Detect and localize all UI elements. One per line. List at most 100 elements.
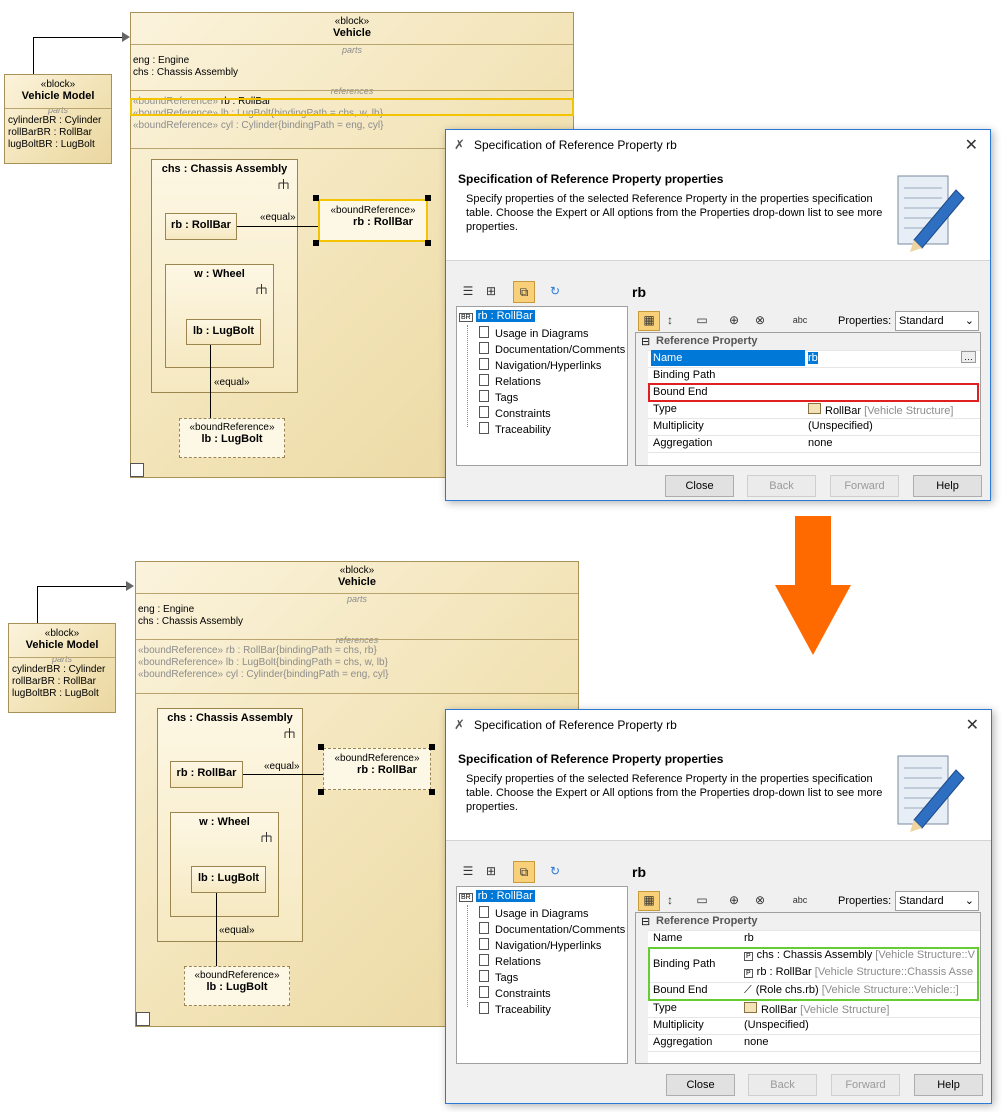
lugbolt-part[interactable]: lb : LugBolt [186,319,261,345]
refresh-icon[interactable]: ↻ [549,864,561,878]
bound-reference-lb[interactable]: «boundReference» lb : LugBolt [179,418,285,458]
rollbar-part[interactable]: rb : RollBar [170,761,243,788]
tree-item[interactable]: Relations [479,374,541,388]
categorized-icon[interactable]: ▦ [638,891,660,911]
compartment-label: references [330,86,374,96]
tree-item[interactable]: Traceability [479,1002,551,1016]
part-icon: P [744,952,753,961]
generalization-arrow-icon [122,32,130,42]
bound-reference-lb[interactable]: «boundReference» lb : LugBolt [184,966,290,1006]
help-button[interactable]: Help [914,1074,983,1096]
tree-item[interactable]: Tags [479,970,518,984]
bound-reference-rb[interactable]: «boundReference» rb : RollBar [318,199,428,242]
copy-icon[interactable]: ⧉ [513,281,535,303]
more-button[interactable]: … [961,351,976,363]
vehicle-model-block[interactable]: «block» Vehicle Model parts cylinderBR :… [4,74,112,164]
expand-icon[interactable]: ⊕ [728,313,740,327]
properties-select[interactable]: Standard⌄ [895,311,979,331]
collapse-icon[interactable]: ▭ [696,893,708,907]
property-row[interactable]: Multiplicity(Unspecified) [648,418,980,436]
element-name: rb [632,864,646,880]
tree-icon[interactable]: ⊞ [485,284,497,298]
reference-item[interactable]: «boundReference» rb : RollBar [133,96,271,107]
list-icon[interactable]: ☰ [462,284,474,298]
wheel-part[interactable]: w : Wheel [170,812,279,917]
part-item: cylinderBR : Cylinder [12,664,106,675]
reference-item[interactable]: «boundReference» lb : LugBolt{bindingPat… [138,657,388,668]
close-icon[interactable]: ✕ [965,717,979,734]
group-header: Reference Property [656,335,758,347]
bound-reference-rb[interactable]: «boundReference» rb : RollBar [323,748,431,790]
reference-item[interactable]: «boundReference» cyl : Cylinder{bindingP… [133,120,384,131]
reference-item[interactable]: «boundReference» lb : LugBolt{bindingPat… [133,108,383,119]
copy-icon[interactable]: ⧉ [513,861,535,883]
categorized-icon[interactable]: ▦ [638,311,660,331]
filter-icon[interactable]: ⊗ [754,893,766,907]
properties-select[interactable]: Standard⌄ [895,891,979,911]
reference-highlight [130,98,574,116]
block-stereotype: «block» [339,565,375,576]
wheel-part[interactable]: w : Wheel [165,264,274,368]
tree-item[interactable]: Navigation/Hyperlinks [479,358,601,372]
expand-icon[interactable]: ⊕ [728,893,740,907]
collapse-icon[interactable]: ▭ [696,313,708,327]
close-button[interactable]: Close [666,1074,735,1096]
spell-icon[interactable]: abc [792,315,808,325]
collapse-icon[interactable]: ⊟ [641,336,651,348]
tree-item[interactable]: Documentation/Comments [479,922,625,936]
back-button[interactable]: Back [747,475,816,497]
chevron-down-icon: ⌄ [964,895,974,907]
close-button[interactable]: Close [665,475,734,497]
sort-icon[interactable]: ↕ [667,313,673,327]
tree-item[interactable]: Tags [479,390,518,404]
close-icon[interactable]: ✕ [964,137,978,154]
rollbar-part[interactable]: rb : RollBar [165,213,237,240]
tree-item[interactable]: Navigation/Hyperlinks [479,938,601,952]
property-key: Binding Path [653,369,716,381]
generalization-arrow-icon [126,581,134,591]
forward-button[interactable]: Forward [831,1074,900,1096]
property-row[interactable]: Multiplicity(Unspecified) [648,1017,980,1035]
filter-icon[interactable]: ⊗ [754,313,766,327]
header-title: Specification of Reference Property prop… [458,752,724,766]
spell-icon[interactable]: abc [792,895,808,905]
tree-item[interactable]: Constraints [479,986,551,1000]
reference-item[interactable]: «boundReference» rb : RollBar{bindingPat… [138,645,377,656]
list-icon[interactable]: ☰ [462,864,474,878]
vehicle-model-block[interactable]: «block» Vehicle Model parts cylinderBR :… [8,623,116,713]
refresh-icon[interactable]: ↻ [549,284,561,298]
tree-item[interactable]: Relations [479,954,541,968]
page-icon [479,938,489,950]
forward-button[interactable]: Forward [830,475,899,497]
part-title: rb : RollBar [171,219,231,231]
block-stereotype: «block» [40,79,76,90]
tree-icon[interactable]: ⊞ [485,864,497,878]
help-button[interactable]: Help [913,475,982,497]
tree-item[interactable]: Usage in Diagrams [479,906,589,920]
header-description: Specify properties of the selected Refer… [466,773,883,813]
header-title: Specification of Reference Property prop… [458,172,724,186]
tree-item[interactable]: Usage in Diagrams [479,326,589,340]
reference-item[interactable]: «boundReference» cyl : Cylinder{bindingP… [138,669,389,680]
lugbolt-part[interactable]: lb : LugBolt [191,866,266,893]
sort-icon[interactable]: ↕ [667,893,673,907]
part-title: rb : RollBar [353,216,413,228]
part-title: rb : RollBar [176,767,237,779]
back-button[interactable]: Back [748,1074,817,1096]
collapse-icon[interactable]: ⊟ [641,916,651,928]
tree-item[interactable]: Traceability [479,422,551,436]
tree-item[interactable]: Documentation/Comments [479,342,625,356]
tree-item[interactable]: Constraints [479,406,551,420]
